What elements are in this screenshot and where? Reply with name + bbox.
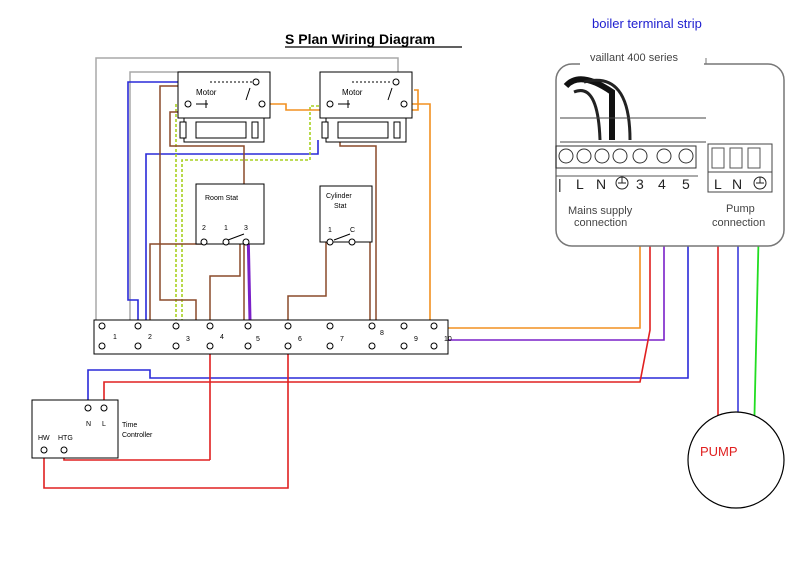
junction-terminal-6: 6 (298, 336, 302, 343)
junction-terminal-8: 8 (380, 330, 384, 337)
boiler-terminal-l: L (576, 176, 584, 192)
junction-terminal-3: 3 (186, 336, 190, 343)
boiler-model: vaillant 400 series (590, 52, 679, 64)
boiler-terminal-3: 3 (636, 176, 644, 192)
time-controller: N L HW HTG (31, 399, 119, 459)
boiler-screw-terminals (558, 148, 694, 164)
yellow-green-wire (175, 103, 330, 322)
boiler-terminal-4: 4 (658, 176, 666, 192)
motor-label-1: Motor (196, 88, 217, 97)
motor-valve-1: Motor (177, 71, 271, 143)
pump-terminal-n: N (732, 176, 742, 192)
boiler-terminal-n: N (596, 176, 606, 192)
mains-label-1: Mains supply (568, 205, 633, 217)
time-controller-hw: HW (38, 435, 50, 442)
time-controller-htg: HTG (58, 435, 73, 442)
room-stat: Room Stat 2 1 3 (195, 183, 265, 246)
cylinder-stat-label-2: Stat (334, 203, 347, 210)
boiler-heading: boiler terminal strip (592, 16, 702, 31)
pump-terminal-l: L (714, 176, 722, 192)
junction-terminal-5: 5 (256, 336, 260, 343)
pump-label: PUMP (700, 444, 738, 459)
junction-terminal-1: 1 (113, 334, 117, 341)
cylinder-stat-terminal-c: C (350, 227, 355, 234)
motor-valve-2: Motor (319, 71, 413, 143)
cylinder-stat-terminal-1: 1 (328, 227, 332, 234)
junction-terminal-10: 10 (444, 336, 452, 343)
junction-terminal-9: 9 (414, 336, 418, 343)
pump-conn-label-2: connection (712, 217, 765, 229)
junction-terminals (98, 322, 438, 350)
time-controller-label-2: Controller (122, 432, 153, 439)
boiler-panel: vaillant 400 series | L N 3 4 5 Mains su… (555, 52, 785, 247)
junction-terminal-4: 4 (220, 334, 224, 341)
earth-icon (615, 176, 629, 190)
time-controller-label-1: Time (122, 422, 137, 429)
pump-circle (687, 411, 785, 509)
pump-conn-label-1: Pump (726, 203, 755, 215)
time-controller-l: L (102, 421, 106, 428)
cylinder-stat-label-1: Cylinder (326, 193, 352, 200)
junction-terminal-2: 2 (148, 334, 152, 341)
junction-box: 1 2 3 4 5 6 7 8 9 10 (93, 319, 452, 355)
junction-terminal-7: 7 (340, 336, 344, 343)
red-wire (43, 158, 719, 489)
cylinder-stat: Cylinder Stat 1 C (319, 185, 373, 246)
blue-wire (87, 81, 689, 400)
svg-text:|: | (558, 176, 562, 192)
motor-label-2: Motor (342, 88, 363, 97)
mains-label-2: connection (574, 217, 627, 229)
pump-earth-icon (753, 176, 767, 190)
room-stat-terminal-2: 2 (202, 225, 206, 232)
room-stat-label: Room Stat (205, 195, 238, 202)
room-stat-terminal-3: 3 (244, 225, 248, 232)
time-controller-n: N (86, 421, 91, 428)
room-stat-terminal-1: 1 (224, 225, 228, 232)
boiler-terminal-5: 5 (682, 176, 690, 192)
diagram-title: S Plan Wiring Diagram (285, 31, 435, 47)
